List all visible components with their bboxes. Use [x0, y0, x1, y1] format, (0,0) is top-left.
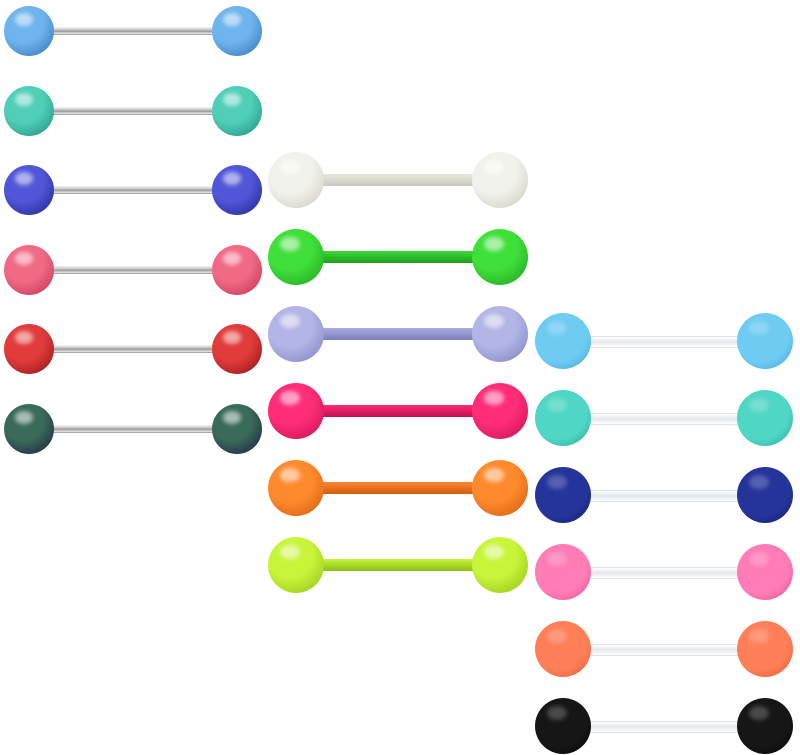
- barbell-ball-left: [268, 537, 324, 593]
- barbell-ball-right: [472, 460, 528, 516]
- barbell-bar: [296, 559, 500, 571]
- barbell-ball-left: [268, 152, 324, 208]
- barbell-ball-left: [4, 403, 54, 454]
- barbell-bar: [563, 721, 765, 733]
- barbell-ball-left: [535, 313, 591, 369]
- barbell-ball-right: [472, 229, 528, 285]
- barbell-ball-right: [472, 537, 528, 593]
- barbell-bar: [563, 413, 765, 425]
- barbell-ball-right: [737, 467, 793, 523]
- barbell-ball-right: [737, 621, 793, 677]
- barbell: [535, 621, 793, 677]
- barbell-ball-left: [535, 467, 591, 523]
- barbell-ball-right: [472, 306, 528, 362]
- barbell-ball-left: [535, 544, 591, 600]
- barbell-ball-left: [268, 460, 324, 516]
- barbell: [535, 467, 793, 523]
- barbell-ball-right: [737, 390, 793, 446]
- barbell: [535, 313, 793, 369]
- barbell-ball-left: [268, 306, 324, 362]
- barbell-bar: [296, 482, 500, 494]
- barbell: [268, 306, 528, 362]
- barbell-ball-left: [535, 621, 591, 677]
- barbell-ball-right: [737, 544, 793, 600]
- barbell-ball-left: [4, 165, 54, 215]
- barbell-ball-right: [212, 165, 262, 215]
- barbell-ball-left: [4, 244, 54, 295]
- barbell: [268, 537, 528, 593]
- barbell: [4, 244, 262, 295]
- barbell-ball-left: [268, 229, 324, 285]
- barbell-ball-right: [212, 324, 262, 374]
- barbell-ball-left: [535, 698, 591, 754]
- barbell: [535, 544, 793, 600]
- barbell-bar: [563, 490, 765, 502]
- barbell: [535, 698, 793, 754]
- barbell: [4, 403, 262, 454]
- barbell-ball-right: [472, 152, 528, 208]
- barbell-ball-right: [472, 383, 528, 439]
- barbell-bar: [29, 424, 237, 433]
- barbell: [4, 324, 262, 374]
- barbell-ball-left: [4, 6, 54, 56]
- barbell-ball-right: [212, 85, 262, 136]
- barbell-bar: [563, 644, 765, 656]
- barbell-bar: [29, 27, 237, 35]
- barbell-bar: [563, 336, 765, 348]
- barbell-ball-right: [737, 313, 793, 369]
- barbell-bar: [29, 106, 237, 115]
- barbell: [268, 152, 528, 208]
- barbell-ball-left: [535, 390, 591, 446]
- barbell: [268, 383, 528, 439]
- barbell-bar: [29, 186, 237, 194]
- barbell: [268, 229, 528, 285]
- barbell-ball-left: [268, 383, 324, 439]
- barbell: [4, 165, 262, 215]
- barbell-bar: [563, 567, 765, 579]
- barbell: [4, 85, 262, 136]
- barbell-ball-left: [4, 324, 54, 374]
- barbell: [535, 390, 793, 446]
- barbell-bar: [296, 328, 500, 340]
- barbell-ball-right: [212, 6, 262, 56]
- barbell-ball-right: [212, 403, 262, 454]
- barbell-bar: [29, 345, 237, 353]
- barbell: [268, 460, 528, 516]
- barbell-ball-right: [737, 698, 793, 754]
- barbell-ball-left: [4, 85, 54, 136]
- barbell-bar: [29, 265, 237, 274]
- barbell: [4, 6, 262, 56]
- barbell-bar: [296, 174, 500, 186]
- barbell-bar: [296, 251, 500, 263]
- barbell-ball-right: [212, 244, 262, 295]
- barbell-bar: [296, 405, 500, 417]
